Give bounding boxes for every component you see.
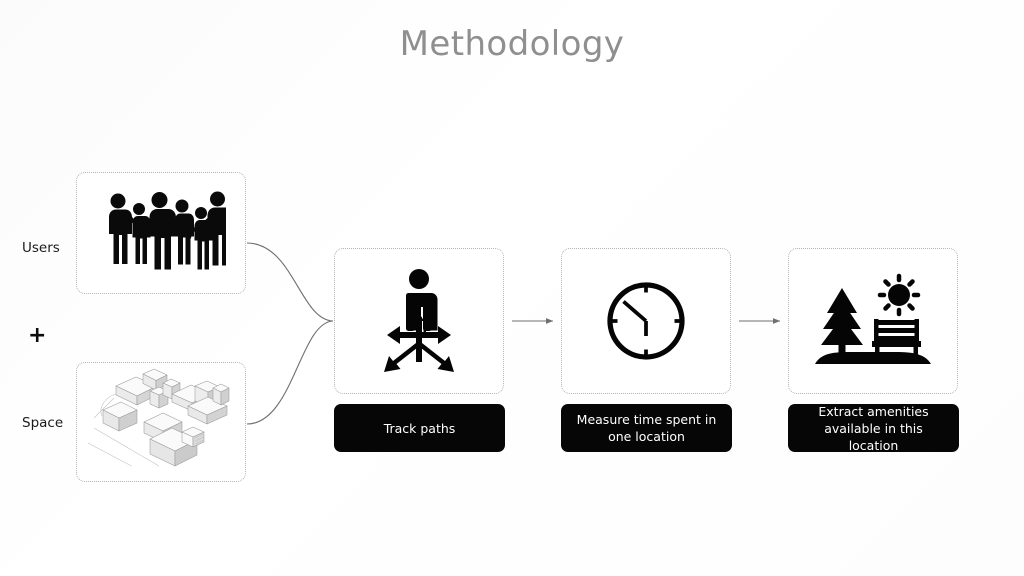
input-label-users: Users [22, 240, 60, 256]
person-multiple-paths-arrows-icon [370, 267, 468, 375]
stage-box-measure-time[interactable] [561, 248, 731, 394]
connector-users-to-track-paths [246, 242, 334, 322]
stage-caption-measure-time: Measure time spent in one location [561, 404, 732, 452]
people-group-silhouette-icon [96, 187, 226, 279]
park-tree-bench-sun-icon [811, 271, 935, 371]
input-label-space: Space [22, 415, 64, 431]
stage-caption-track-paths: Track paths [334, 404, 505, 452]
input-box-space[interactable] [76, 362, 246, 482]
stage-caption-extract-amenities: Extract amenities available in this loca… [788, 404, 959, 453]
input-box-users[interactable] [76, 172, 246, 294]
axonometric-city-blocks-icon [84, 368, 239, 476]
clock-icon [601, 276, 691, 366]
plus-operator: + [28, 323, 47, 348]
page-title: Methodology [399, 24, 625, 64]
connector-space-to-track-paths [246, 320, 334, 425]
stage-box-track-paths[interactable] [334, 248, 504, 394]
stage-box-extract-amenities[interactable] [788, 248, 958, 394]
